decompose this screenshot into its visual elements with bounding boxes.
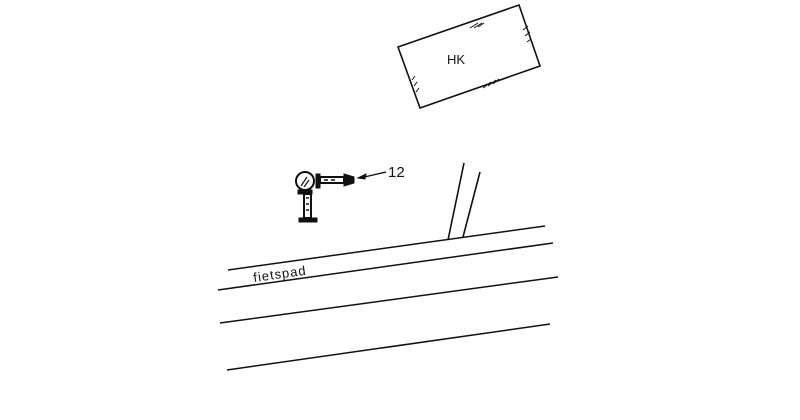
- building-hk: [396, 3, 542, 110]
- reference-number: 12: [388, 164, 405, 181]
- road-line: [227, 225, 546, 271]
- road-line: [219, 276, 559, 324]
- road-line: [226, 323, 551, 371]
- poles: [447, 162, 481, 241]
- road-line: [217, 242, 554, 291]
- building-label: HK: [447, 52, 465, 67]
- path-label: fietspad: [252, 263, 307, 285]
- device-12: [295, 171, 387, 223]
- building-hatching: [411, 22, 532, 93]
- building-outline: [396, 3, 542, 110]
- road-lines: [217, 225, 559, 371]
